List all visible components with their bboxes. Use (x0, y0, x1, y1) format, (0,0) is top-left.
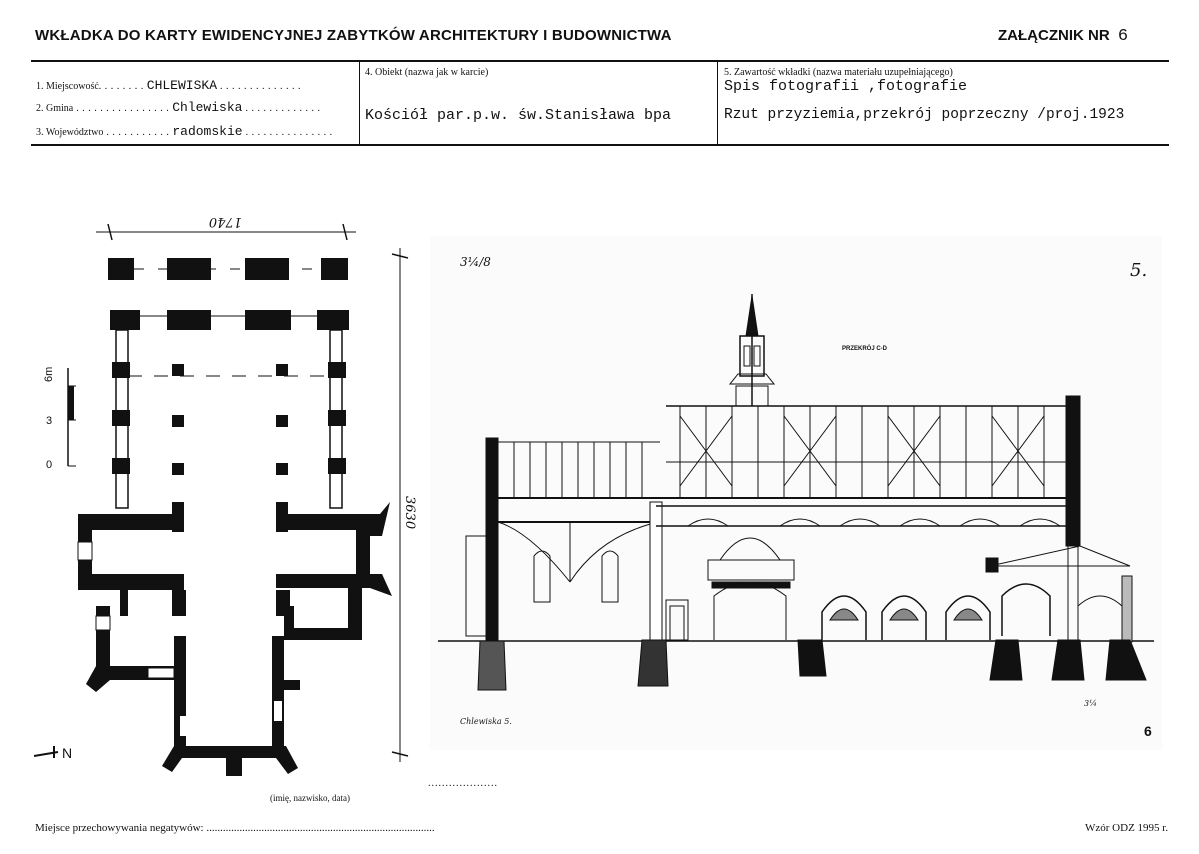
table-divider-2 (717, 62, 718, 144)
annex-label-text: ZAŁĄCZNIK NR (998, 27, 1110, 44)
scale-label-6: 6m (43, 367, 55, 382)
content-label: 5. Zawartość wkładki (nazwa materiału uz… (724, 67, 953, 78)
floor-plan-drawing: 1740 (30, 196, 420, 792)
signature-caption: (imię, nazwisko, data) (270, 793, 350, 803)
table-divider-1 (359, 62, 360, 144)
main-roof-truss-lattice (666, 406, 1066, 498)
locality-label: 1. Miejscowość (36, 81, 99, 92)
negatives-label: Miejsce przechowywania negatywów: (35, 822, 204, 834)
commune-field: 2. Gmina . . . . . . . . . . . . . . . .… (36, 100, 321, 115)
cross-section-drawing: 3¼/8 5. PRZEKRÓJ C-D (430, 236, 1162, 750)
province-value: radomskie (172, 124, 243, 139)
annex-label: ZAŁĄCZNIK NR 6 (998, 27, 1128, 46)
annex-number: 6 (1117, 27, 1129, 46)
section-small-note: Chlewiska 5. (460, 717, 512, 726)
section-page-mark: 5. (1130, 260, 1147, 281)
north-label: N (62, 745, 72, 761)
negatives-location-field: Miejsce przechowywania negatywów: ......… (35, 822, 435, 834)
cross-section-svg: 3¼/8 5. PRZEKRÓJ C-D (438, 255, 1154, 739)
content-value-2: Rzut przyziemia,przekrój poprzeczny /pro… (724, 107, 1125, 123)
plan-width-dimension: 1740 (209, 214, 242, 229)
form-title: WKŁADKA DO KARTY EWIDENCYJNEJ ZABYTKÓW A… (35, 27, 672, 44)
commune-value: Chlewiska (172, 100, 243, 115)
plan-length-dimension: 3630 (402, 496, 417, 529)
left-roof-truss-posts (513, 442, 643, 498)
object-label: 4. Obiekt (nazwa jak w karcie) (365, 67, 489, 78)
scale-label-0: 0 (46, 459, 52, 471)
section-right-mark: 3¼ (1084, 699, 1097, 708)
floor-plan-svg: 1740 (33, 214, 417, 776)
locality-field: 1. Miejscowość. . . . . . . . CHLEWISKA … (36, 78, 301, 93)
object-value: Kościół par.p.w. św.Stanisława bpa (365, 107, 672, 124)
scale-label-3: 3 (46, 415, 52, 427)
signature-dots: .................... (428, 778, 498, 789)
form-fields-table: 1. Miejscowość. . . . . . . . CHLEWISKA … (31, 60, 1169, 146)
commune-label: 2. Gmina (36, 103, 74, 114)
template-version: Wzór ODZ 1995 r. (1085, 822, 1169, 834)
province-label: 3. Województwo (36, 127, 104, 138)
section-ref-mark: 3¼/8 (460, 255, 491, 269)
negatives-dots: ........................................… (206, 822, 435, 834)
sheet-number: 6 (1144, 723, 1152, 739)
section-title: PRZEKRÓJ C-D (842, 344, 888, 352)
province-field: 3. Województwo . . . . . . . . . . . rad… (36, 124, 333, 139)
locality-value: CHLEWISKA (146, 78, 217, 93)
content-value-1: Spis fotografii ,fotografie (724, 78, 968, 95)
